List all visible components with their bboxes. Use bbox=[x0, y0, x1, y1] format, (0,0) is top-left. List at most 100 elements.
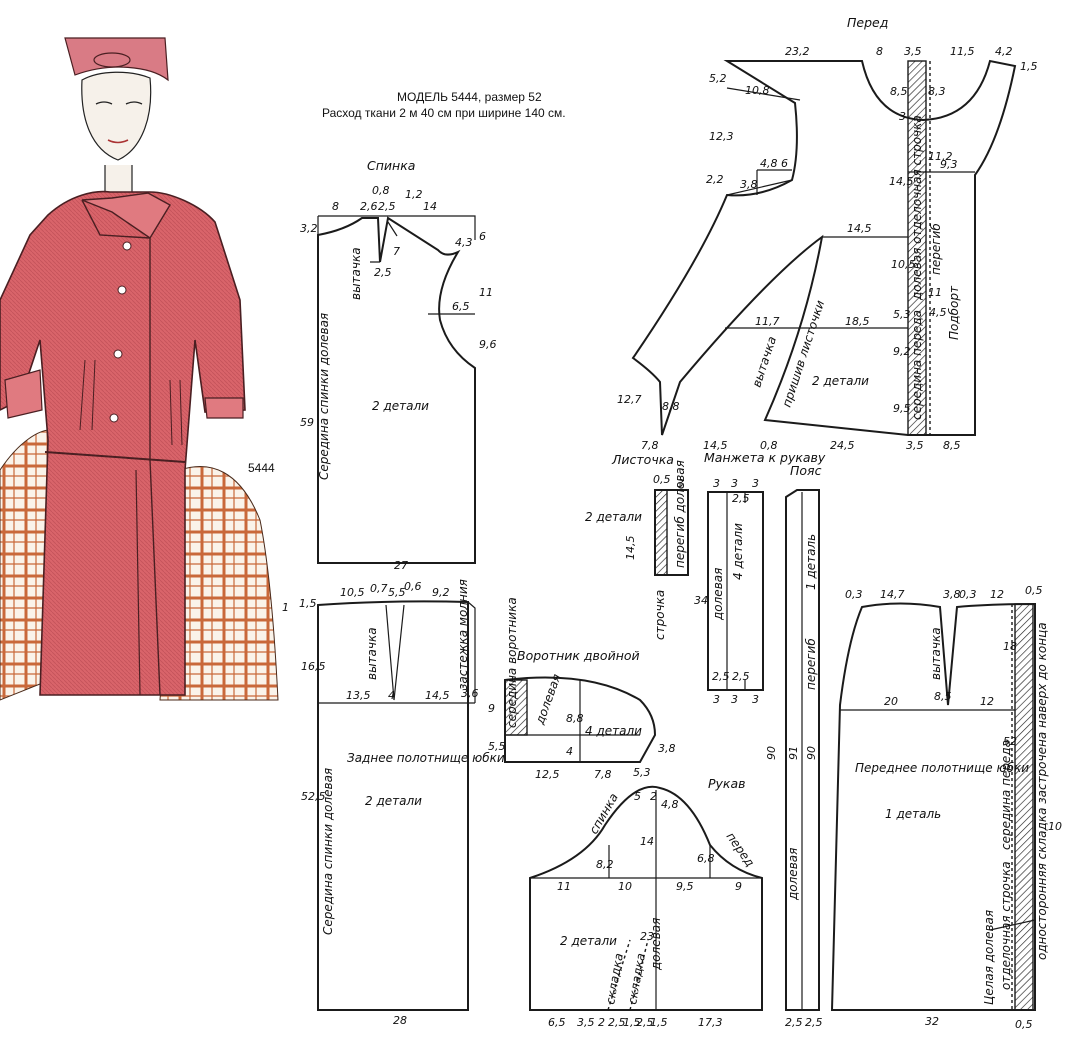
dimension-label: 52,5 bbox=[301, 790, 326, 803]
dimension-label: 11,2 bbox=[928, 150, 953, 163]
dimension-label: 2,5 bbox=[712, 670, 730, 683]
dimension-label: 5,5 bbox=[388, 586, 406, 599]
dimension-label: 3,2 bbox=[300, 222, 318, 235]
pattern-label: вытачка bbox=[929, 627, 943, 680]
pattern-label: перегиб bbox=[929, 223, 943, 275]
dimension-label: 9,2 bbox=[893, 345, 911, 358]
pattern-label: середина переда bbox=[999, 740, 1013, 850]
dimension-label: 17,3 bbox=[698, 1016, 723, 1029]
dimension-label: 8 bbox=[876, 45, 883, 58]
dimension-label: 10,8 bbox=[745, 84, 770, 97]
dimension-label: 8,3 bbox=[928, 85, 946, 98]
dimension-label: 3,8 bbox=[658, 742, 676, 755]
dimension-label: 14 bbox=[423, 200, 437, 213]
dimension-label: 4,8 bbox=[661, 798, 679, 811]
dimension-label: 2,5 bbox=[378, 200, 396, 213]
dimension-label: 5,5 bbox=[488, 740, 506, 753]
dimension-label: 3,6 bbox=[461, 687, 479, 700]
dimension-label: 3 bbox=[752, 477, 759, 490]
pattern-label: складка bbox=[625, 952, 648, 1005]
dimension-label: 5,3 bbox=[633, 766, 651, 779]
fashion-illustration: 5444 bbox=[0, 37, 279, 701]
dimension-label: 6,5 bbox=[548, 1016, 566, 1029]
pattern-label: застежка молния bbox=[456, 579, 470, 690]
dimension-label: 1,5 bbox=[1020, 60, 1038, 73]
dimension-label: 3 bbox=[713, 477, 720, 490]
pattern-label: Заднее полотнище юбки bbox=[347, 751, 505, 765]
dimension-label: 14,5 bbox=[425, 689, 450, 702]
dimension-label: 3 bbox=[752, 693, 759, 706]
dimension-label: 7,8 bbox=[594, 768, 612, 781]
dimension-label: 10 bbox=[1048, 820, 1062, 833]
dimension-label: 6 bbox=[479, 230, 486, 243]
dimension-label: 11,5 bbox=[950, 45, 975, 58]
pattern-label: 4 детали bbox=[731, 523, 745, 580]
dimension-label: 3,5 bbox=[904, 45, 922, 58]
pattern-label: 2 детали bbox=[812, 374, 869, 388]
dimension-label: 8,2 bbox=[596, 858, 614, 871]
back-piece: Спинка 8 2,6 0,8 2,5 1,2 14 3,2 6 4,3 7 … bbox=[300, 158, 497, 572]
dimension-label: 14,7 bbox=[880, 588, 905, 601]
pattern-label: вытачка bbox=[365, 627, 379, 680]
pattern-label: 2 детали bbox=[365, 794, 422, 808]
dimension-label: 2,6 bbox=[360, 200, 378, 213]
dimension-label: 0,8 bbox=[760, 439, 778, 452]
checked-skirt bbox=[159, 466, 279, 701]
dimension-label: 91 bbox=[787, 746, 800, 760]
pattern-label: складка bbox=[603, 952, 626, 1005]
pattern-label: 1 деталь bbox=[885, 807, 941, 821]
dimension-label: 2,2 bbox=[706, 173, 724, 186]
dimension-label: 2,5 bbox=[608, 1016, 626, 1029]
dimension-label: 4,2 bbox=[995, 45, 1013, 58]
dimension-label: 6,8 bbox=[697, 852, 715, 865]
dimension-label: 2 bbox=[598, 1016, 605, 1029]
pattern-label: 2 детали bbox=[585, 510, 642, 524]
welt-piece: Листочка 0,5 3 2 детали 14,5 перегиб дол… bbox=[585, 452, 689, 640]
dimension-label: 8 bbox=[332, 200, 339, 213]
dimension-label: 2,5 bbox=[732, 670, 750, 683]
dimension-label: 12 bbox=[990, 588, 1004, 601]
dimension-label: 4,5 bbox=[929, 306, 947, 319]
dimension-label: 8,5 bbox=[934, 690, 952, 703]
dimension-label: 9 bbox=[488, 702, 495, 715]
dimension-label: 11,7 bbox=[755, 315, 780, 328]
dimension-label: 9,3 bbox=[940, 158, 958, 171]
pattern-label: односторонняя складка застрочена наверх … bbox=[1035, 622, 1049, 960]
dimension-label: 10,5 bbox=[891, 258, 916, 271]
front-piece: Перед 23,2 8 3,5 11,5 4,2 1,5 5,2 10,8 1… bbox=[617, 15, 1038, 452]
dimension-label: 3 bbox=[899, 110, 906, 123]
pattern-label: Середина спинки долевая bbox=[317, 313, 331, 480]
dimension-label: 18,5 bbox=[845, 315, 870, 328]
dimension-label: 3,8 bbox=[740, 178, 758, 191]
face bbox=[81, 71, 152, 161]
dimension-label: 0,6 bbox=[404, 580, 422, 593]
dimension-label: 9 bbox=[735, 880, 742, 893]
pattern-label: 2 детали bbox=[372, 399, 429, 413]
dimension-label: 3,8 bbox=[943, 588, 961, 601]
dimension-label: 5,2 bbox=[709, 72, 727, 85]
dimension-label: 11 bbox=[928, 286, 942, 299]
dimension-label: 59 bbox=[300, 416, 314, 429]
sleeve-piece: Рукав 5 2 4,8 14 8,2 6,8 11 10 9,5 9 23 … bbox=[529, 776, 763, 1029]
dimension-label: 2,5 bbox=[374, 266, 392, 279]
dimension-label: 24,5 bbox=[830, 439, 855, 452]
dimension-label: 4,3 bbox=[455, 236, 473, 249]
dimension-label: 8,8 bbox=[662, 400, 680, 413]
dimension-label: 14,5 bbox=[889, 175, 914, 188]
pattern-label: Середина спинки долевая bbox=[321, 768, 335, 935]
dimension-label: 8,8 bbox=[566, 712, 584, 725]
pattern-label: Переднее полотнище юбки bbox=[855, 761, 1029, 775]
pattern-label: долевая bbox=[532, 672, 563, 727]
dimension-label: 52 bbox=[1003, 735, 1017, 748]
dimension-label: 18 bbox=[1003, 640, 1017, 653]
pattern-label: Рукав bbox=[708, 776, 746, 791]
dimension-label: 10,5 bbox=[340, 586, 365, 599]
dimension-label: 3 bbox=[713, 693, 720, 706]
model-title: МОДЕЛЬ 5444, размер 52 bbox=[397, 90, 542, 104]
cuff-piece: Манжета к рукаву 3 3 3 2,5 34 2,5 2,5 3 … bbox=[694, 450, 826, 706]
dimension-label: 0,3 bbox=[845, 588, 863, 601]
dimension-label: 1 bbox=[282, 601, 289, 614]
dimension-label: 0,5 bbox=[1015, 1018, 1033, 1031]
